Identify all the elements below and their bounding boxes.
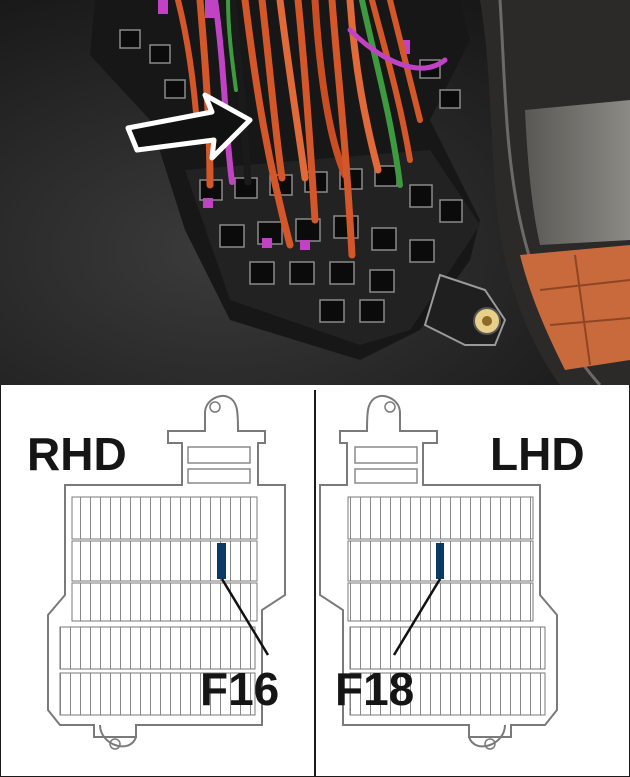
floor-tiles — [520, 245, 630, 370]
lhd-fuse-row-5 — [349, 672, 546, 716]
lhd-fuse-row-3 — [347, 582, 534, 622]
bracket-hole-center — [482, 316, 492, 326]
rhd-fuse-row-4 — [59, 626, 256, 670]
rhd-relay-slot — [187, 446, 251, 464]
fuse-box-photo — [0, 0, 630, 385]
lhd-fuse-f18-highlight — [436, 543, 444, 579]
rhd-panel: RHD F16 — [27, 394, 286, 750]
rhd-fuse-row-3 — [71, 582, 258, 622]
wire-bundle — [175, 0, 448, 259]
pointer-arrow-icon — [125, 92, 253, 161]
rhd-mount-hole-top — [209, 401, 221, 413]
lhd-relay-slot — [354, 446, 418, 464]
lhd-relay-slot — [354, 468, 418, 484]
rhd-relay-slot — [187, 468, 251, 484]
lhd-mount-hole-top — [384, 401, 396, 413]
lhd-drive-label: LHD — [490, 428, 585, 480]
rhd-callout-line — [220, 578, 270, 656]
rhd-fuse-label: F16 — [200, 663, 279, 715]
rhd-drive-label: RHD — [27, 428, 127, 480]
lhd-callout-line — [392, 578, 442, 656]
rhd-fuse-f16-highlight — [217, 543, 226, 579]
grey-panel — [525, 100, 630, 245]
tile-grout — [539, 254, 630, 366]
lhd-fuse-row-4 — [349, 626, 546, 670]
rhd-fuse-row-5 — [59, 672, 256, 716]
rhd-fuse-row-2 — [71, 540, 258, 582]
fuse-box-front — [185, 150, 480, 345]
fuse-location-diagram: RHD F16 LHD F18 — [27, 390, 585, 777]
rhd-fuse-row-1 — [71, 496, 258, 540]
lhd-fuse-row-1 — [347, 496, 534, 540]
lhd-fuse-label: F18 — [335, 663, 414, 715]
lhd-mount-hole-bottom — [484, 738, 496, 750]
rhd-mount-hole-bottom — [109, 738, 121, 750]
purple-terminals — [158, 0, 410, 250]
lhd-panel: LHD F18 — [319, 394, 585, 750]
